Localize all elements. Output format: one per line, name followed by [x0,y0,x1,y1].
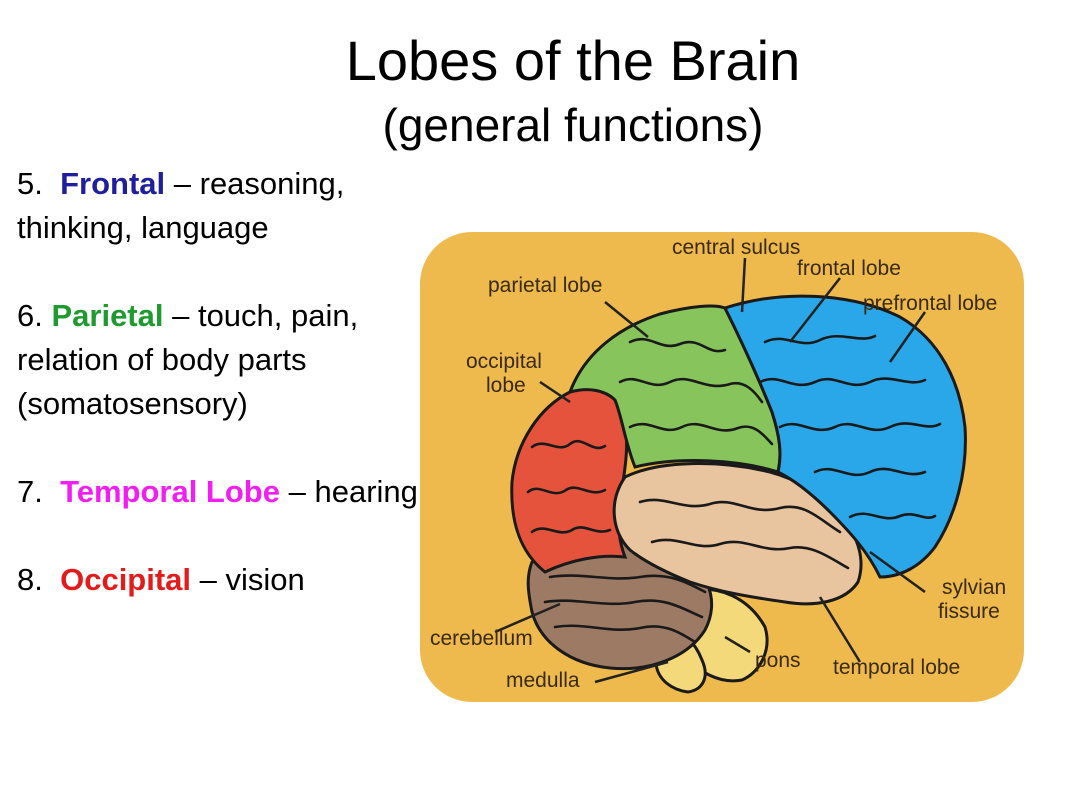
item-number: 7. [17,474,61,509]
brain-diagram: central sulcus frontal lobe parietal lob… [430,236,1006,694]
list-item-occipital: 8. Occipital – vision [17,558,437,602]
frontal-lobe-region [722,294,967,579]
lobe-function-list: 5. Frontal – reasoning, thinking, langua… [17,162,437,646]
list-item-temporal: 7. Temporal Lobe – hearing [17,470,437,514]
page-title: Lobes of the Brain [345,29,801,92]
item-number: 6. [17,298,52,333]
item-term: Occipital [60,562,192,597]
list-item-frontal: 5. Frontal – reasoning, thinking, langua… [17,162,437,250]
label-occipital-lobe-line1: occipital [466,350,542,373]
label-parietal-lobe: parietal lobe [488,274,602,297]
label-medulla: medulla [506,669,580,692]
label-temporal-lobe: temporal lobe [833,656,960,679]
temporal-lobe-region [612,462,863,606]
label-sylvian-fissure-line1: sylvian [942,576,1006,599]
item-number: 5. [17,166,61,201]
item-description: – reasoning, thinking, language [17,166,345,245]
label-occipital-lobe-line2: lobe [486,374,526,397]
item-term: Parietal [51,298,164,333]
occipital-lobe-region [510,386,629,574]
item-number: 8. [17,562,61,597]
label-sylvian-fissure-line2: fissure [938,600,1000,623]
page-subtitle: (general functions) [382,99,764,151]
label-cerebellum: cerebellum [430,627,533,650]
item-description: – touch, pain, relation of body parts (s… [17,298,359,421]
item-description: – vision [191,562,305,597]
label-prefrontal-lobe: prefrontal lobe [863,292,997,315]
item-term: Temporal Lobe [60,474,280,509]
item-term: Frontal [60,166,166,201]
leader-lines [494,257,927,684]
label-central-sulcus: central sulcus [672,236,800,259]
item-description: – hearing [280,474,418,509]
label-pons: pons [755,649,801,672]
label-frontal-lobe: frontal lobe [797,257,901,280]
brain-diagram-panel: central sulcus frontal lobe parietal lob… [420,232,1024,702]
list-item-parietal: 6. Parietal – touch, pain, relation of b… [17,294,437,426]
gyri-detail [526,334,942,644]
